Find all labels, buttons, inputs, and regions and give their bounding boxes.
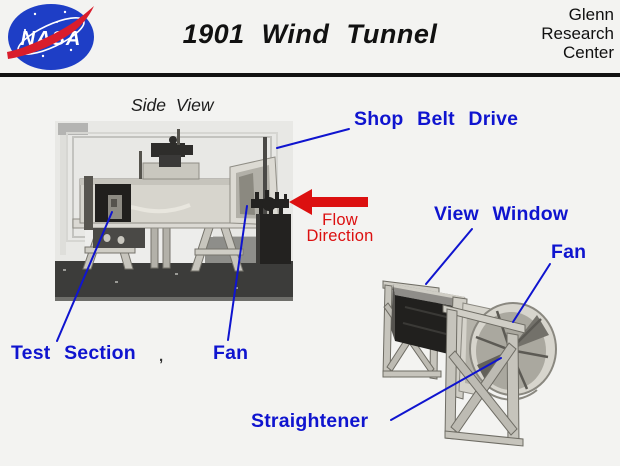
org-line: Research: [541, 24, 614, 43]
side-view-photo: [55, 121, 293, 301]
nasa-logo-icon: NASA: [7, 4, 94, 70]
flow-line: Direction: [306, 226, 374, 245]
label-shop-belt-drive: Shop Belt Drive: [354, 108, 519, 130]
side-view-caption: Side View: [131, 95, 214, 115]
label-fan-left: Fan: [213, 342, 249, 364]
page-title: 1901 Wind Tunnel: [182, 19, 438, 49]
org-line: Glenn: [568, 5, 614, 24]
label-straightener: Straightener: [251, 410, 369, 432]
flow-direction-label: Flow Direction: [288, 211, 392, 245]
org-line: Center: [562, 43, 614, 62]
flow-line: Flow: [322, 211, 358, 229]
org-name: Glenn Research Center: [541, 5, 614, 62]
logo-red-swoosh: [7, 6, 94, 59]
label-view-window: View Window: [434, 203, 569, 225]
perspective-photo: [382, 280, 557, 447]
header-divider: [0, 73, 620, 77]
label-test-section: Test Section: [11, 342, 136, 364]
label-fan-right: Fan: [551, 241, 587, 263]
stray-mark: ,: [159, 348, 164, 365]
